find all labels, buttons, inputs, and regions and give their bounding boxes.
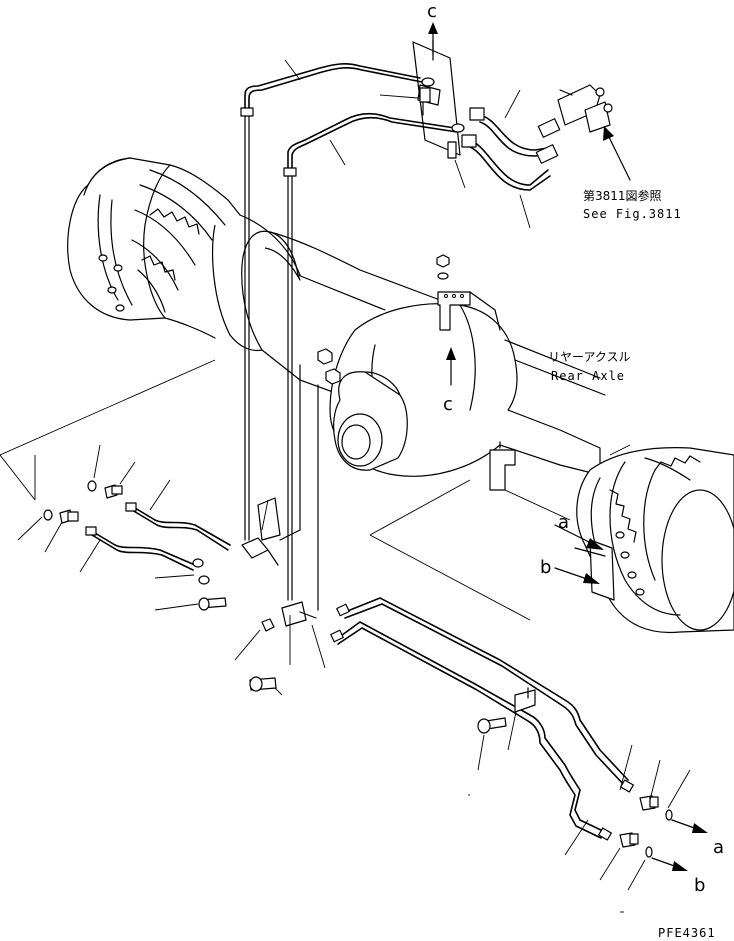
left-exploded-parts: [0, 59, 531, 611]
lower-right-pipes: [330, 597, 691, 913]
marker-b-right: b: [540, 557, 551, 578]
marker-c-top: c: [427, 1, 437, 22]
vertical-pipes: [244, 115, 319, 611]
rear-axle-en-label: Rear Axle: [551, 369, 625, 383]
pipe-clips-mid: [317, 348, 341, 385]
right-wheel-hub: [576, 447, 734, 634]
marker-c-mid: c: [443, 394, 453, 415]
left-wheel-hub: [67, 157, 241, 339]
arrows: [428, 22, 708, 871]
lower-center-parts: [234, 601, 326, 696]
flex-hoses: [461, 84, 613, 191]
upper-brake-pipes: [240, 63, 465, 177]
marker-b-bottom: b: [694, 875, 705, 896]
right-bracket: [369, 441, 615, 621]
marker-a-right: a: [558, 512, 569, 533]
see-fig-en-label: See Fig.3811: [583, 207, 682, 221]
axle-housing-left: [212, 214, 441, 401]
marker-a-bottom: a: [713, 837, 724, 858]
mounting-hardware-top: [436, 254, 501, 331]
differential-housing: [329, 303, 606, 477]
drawing-code: PFE4361: [658, 926, 716, 940]
rear-axle-jp-label: リヤーアクスル: [548, 350, 631, 364]
see-fig-jp-label: 第3811図参照: [583, 188, 662, 203]
